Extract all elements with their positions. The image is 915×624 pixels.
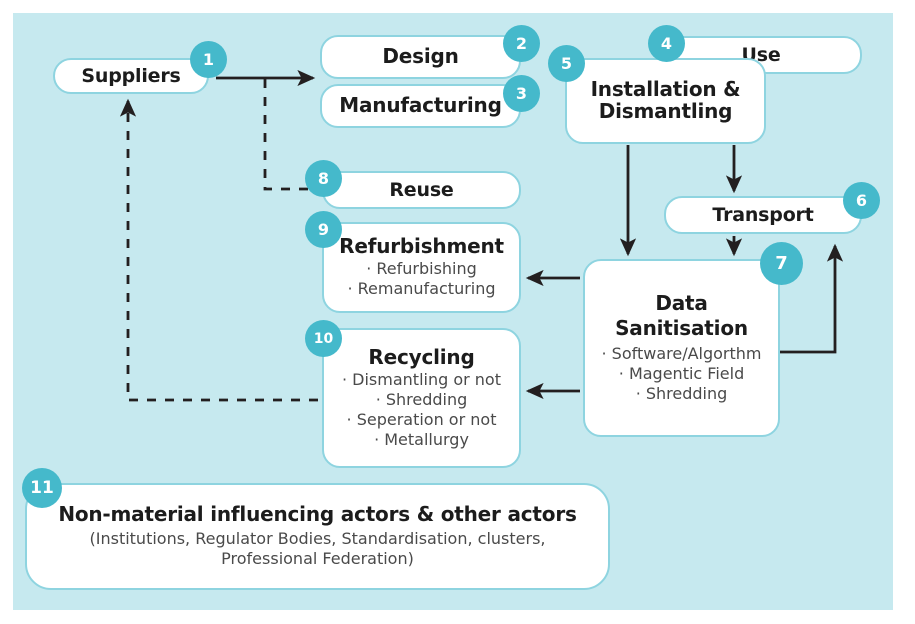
badge-1: 1 (190, 41, 227, 78)
node-reuse[interactable]: Reuse (322, 171, 521, 209)
node-installation-dismantling[interactable]: Installation & Dismantling (565, 58, 766, 144)
node-actors-title: Non-material influencing actors & other … (58, 502, 577, 527)
node-manufacturing[interactable]: Manufacturing (320, 84, 521, 128)
badge-8: 8 (305, 160, 342, 197)
node-refurbishment-sub: · Refurbishing · Remanufacturing (347, 259, 495, 299)
node-installation-title-line1: Installation & (590, 77, 741, 102)
list-item: · Seperation or not (346, 409, 497, 429)
list-item: · Shredding (375, 389, 468, 409)
node-sanitisation-sub: · Software/Algorthm · Magentic Field · S… (601, 344, 761, 403)
node-actors-sub-line1: (Institutions, Regulator Bodies, Standar… (89, 528, 546, 548)
node-recycling-title: Recycling (368, 344, 475, 369)
node-sanitisation-title-line1: Data (655, 290, 708, 315)
node-design[interactable]: Design (320, 35, 521, 79)
badge-6: 6 (843, 182, 880, 219)
node-actors-sub-line2: Professional Federation) (221, 548, 414, 568)
node-transport[interactable]: Transport (664, 196, 862, 234)
badge-4: 4 (648, 25, 685, 62)
node-suppliers[interactable]: Suppliers (53, 58, 209, 94)
badge-10: 10 (305, 320, 342, 357)
badge-9: 9 (305, 211, 342, 248)
node-sanitisation-title-line2: Sanitisation (615, 316, 748, 341)
list-item: · Refurbishing (366, 258, 477, 278)
badge-7: 7 (760, 242, 803, 285)
node-actors-sub: (Institutions, Regulator Bodies, Standar… (90, 529, 546, 569)
node-refurbishment-title: Refurbishment (339, 234, 504, 259)
node-refurbishment[interactable]: Refurbishment · Refurbishing · Remanufac… (322, 222, 521, 313)
node-recycling-sub: · Dismantling or not · Shredding · Seper… (342, 370, 501, 449)
badge-3: 3 (503, 75, 540, 112)
badge-5: 5 (548, 45, 585, 82)
node-reuse-title: Reuse (389, 178, 454, 201)
node-data-sanitisation[interactable]: Data Sanitisation · Software/Algorthm · … (583, 259, 780, 437)
node-non-material-actors[interactable]: Non-material influencing actors & other … (25, 483, 610, 590)
list-item: · Remanufacturing (347, 278, 496, 298)
list-item: · Metallurgy (374, 429, 469, 449)
node-recycling[interactable]: Recycling · Dismantling or not · Shreddi… (322, 328, 521, 468)
list-item: · Shredding (635, 383, 728, 403)
node-manufacturing-title: Manufacturing (339, 93, 502, 118)
list-item: · Software/Algorthm (601, 343, 762, 363)
list-item: · Dismantling or not (341, 370, 501, 390)
badge-2: 2 (503, 25, 540, 62)
node-design-title: Design (382, 44, 459, 69)
node-suppliers-title: Suppliers (81, 64, 181, 87)
badge-11: 11 (22, 468, 62, 508)
list-item: · Magentic Field (618, 363, 745, 383)
node-transport-title: Transport (712, 203, 814, 226)
node-installation-title-line2: Dismantling (598, 99, 733, 123)
